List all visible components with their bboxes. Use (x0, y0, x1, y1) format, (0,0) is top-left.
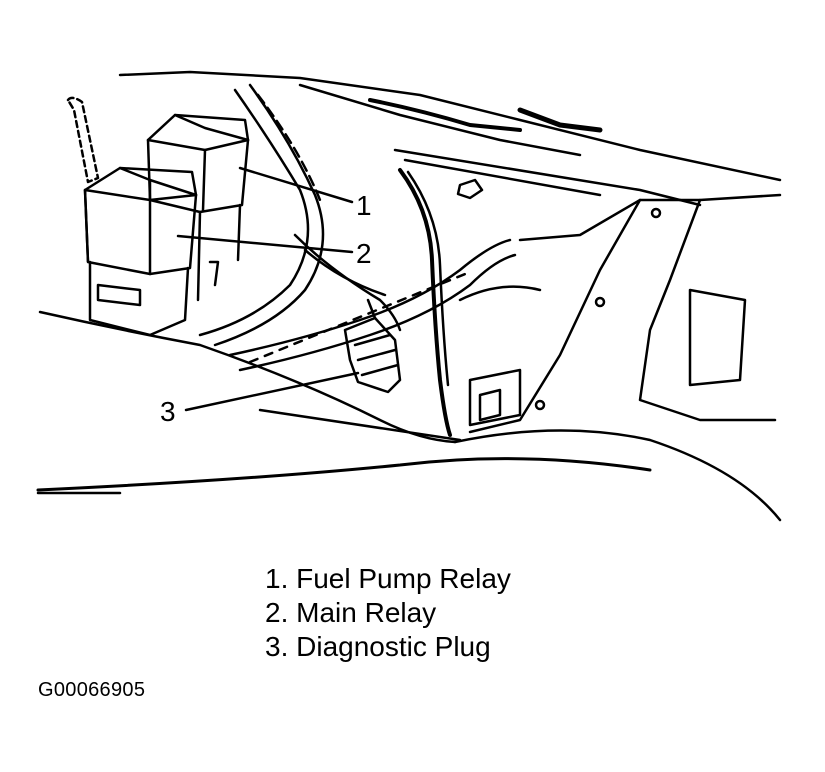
leader-2 (176, 234, 354, 254)
callout-3: 3 (160, 396, 176, 427)
leader-1 (238, 166, 354, 204)
wiring-harness (198, 83, 517, 437)
figure-id: G00066905 (38, 679, 146, 701)
diagnostic-plug (343, 298, 402, 394)
legend-item-main-relay: 2. Main Relay (265, 597, 437, 628)
fuel-pump-relay (146, 113, 250, 302)
mounting-plate (458, 193, 782, 434)
main-relay (83, 166, 198, 337)
leader-3 (184, 371, 360, 412)
callout-1: 1 (356, 190, 372, 221)
legend-item-diagnostic-plug: 3. Diagnostic Plug (265, 631, 491, 662)
body-panel-lines (118, 70, 782, 207)
bolts (456, 178, 662, 411)
legend-item-fuel-pump-relay: 1. Fuel Pump Relay (265, 563, 511, 594)
legend: 1. Fuel Pump Relay 2. Main Relay 3. Diag… (265, 562, 511, 664)
callout-leaders (176, 166, 360, 412)
callout-2: 2 (356, 238, 372, 269)
left-bracket (66, 96, 100, 184)
fender-curve (36, 310, 782, 522)
